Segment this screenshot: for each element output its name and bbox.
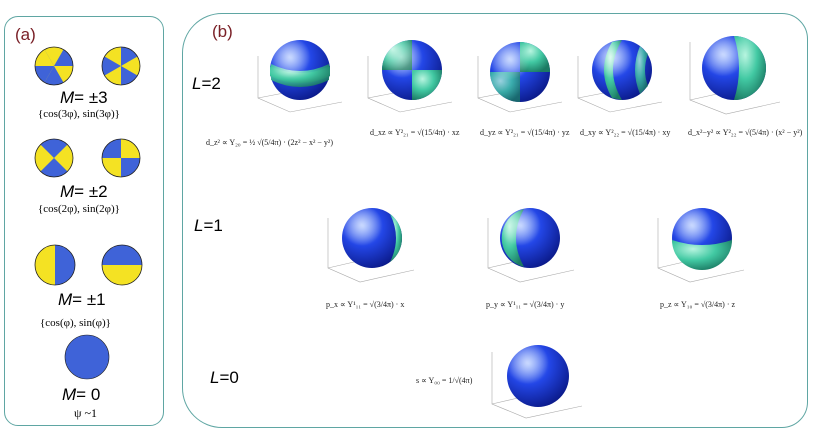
formula-pz: p_z ∝ Y₁₀ = √(3/4π) · z [660, 300, 736, 309]
formula-px: p_x ∝ Y¹₁₁ = √(3/4π) · x [326, 300, 405, 309]
formula-py: p_y ∝ Y¹₁₁ = √(3/4π) · y [486, 300, 565, 309]
l1-label: L=1 [194, 216, 223, 235]
formula-dxz: d_xz ∝ Y²₂₁ = √(15/4π) · xz [370, 128, 460, 137]
m0-functions: ψ ~1 [74, 406, 98, 420]
l2-label: L=2 [192, 74, 221, 93]
m1-functions: {cos(φ), sin(φ)} [40, 317, 111, 329]
panel-a-frame [4, 16, 164, 426]
formula-dz2: d_z² ∝ Y₂₀ = ½ √(5/4π) · (2z² − x² − y²) [206, 138, 333, 147]
formula-dyz: d_yz ∝ Y²₂₁ = √(15/4π) · yz [480, 128, 570, 137]
formula-s: s ∝ Y₀₀ = 1/√(4π) [416, 376, 473, 385]
panel-a-label: (a) [15, 25, 36, 44]
disk-cos2phi-icon [34, 138, 74, 178]
m0-label: M= 0 [62, 385, 101, 404]
orbital-px-icon [327, 208, 415, 283]
disk-cosphi-icon [34, 244, 76, 286]
panel-b-label: (b) [212, 22, 233, 41]
disk-constant-icon [64, 334, 110, 380]
m2-label: M= ±2 [60, 182, 108, 201]
panel-b-frame [182, 13, 808, 428]
l0-label: L=0 [210, 368, 239, 387]
disk-sinphi-icon [101, 244, 143, 286]
orbital-dx2y2-icon [689, 36, 781, 115]
m3-functions: {cos(3φ), sin(3φ)} [38, 108, 120, 120]
orbital-pz-icon [657, 208, 745, 283]
orbital-py-icon [487, 208, 575, 283]
orbital-dxz-icon [367, 40, 453, 113]
m2-functions: {cos(2φ), sin(2φ)} [38, 203, 120, 215]
disk-sin3phi-icon [101, 46, 141, 86]
orbital-dxy-icon [577, 40, 663, 113]
m3-label: M= ±3 [60, 88, 108, 107]
m1-label: M= ±1 [58, 290, 106, 309]
disk-sin2phi-icon [101, 138, 141, 178]
disk-cos3phi-icon [34, 46, 74, 86]
formula-dxy: d_xy ∝ Y²₂₂ = √(15/4π) · xy [580, 128, 671, 137]
orbital-s-icon [491, 345, 583, 419]
formula-dx2y2: d_x²−y² ∝ Y²₂₂ = √(5/4π) · (x² − y²) [688, 128, 803, 137]
orbital-dyz-icon [477, 42, 563, 113]
orbital-dz2-icon [257, 40, 343, 113]
